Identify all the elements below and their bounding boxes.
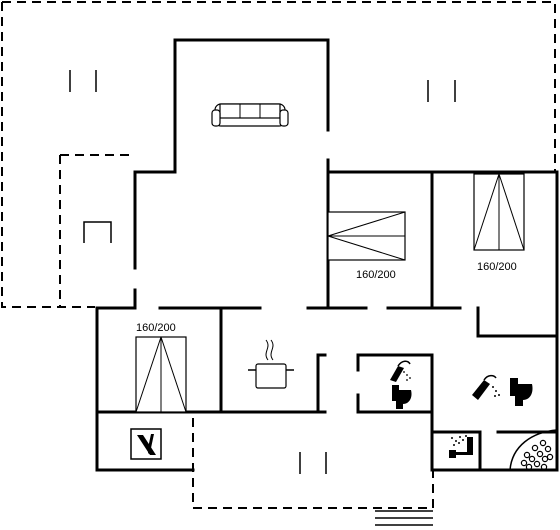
shower-icon-2: [472, 374, 500, 400]
bed-2: 160/200: [473, 173, 525, 273]
cooking-pot-icon: [248, 339, 294, 389]
entrance-steps: [375, 510, 433, 526]
bed-1-label: 160/200: [356, 269, 396, 281]
whirlpool-icon: [509, 429, 558, 471]
sauna-icon: [447, 434, 477, 462]
bed-1: 160/200: [327, 211, 406, 281]
bed-2-label: 160/200: [477, 261, 517, 273]
bed-3: 160/200: [135, 322, 187, 413]
shower-icon: [390, 360, 411, 382]
windows: [69, 70, 456, 474]
bed-3-label: 160/200: [136, 322, 176, 334]
outdoor-table: [83, 221, 112, 243]
washing-machine-icon: [130, 428, 162, 460]
sofa-icon: [211, 103, 289, 127]
toilet-icon: [392, 385, 412, 409]
terrace-outline: [1, 1, 556, 509]
toilet-icon-2: [510, 378, 533, 406]
